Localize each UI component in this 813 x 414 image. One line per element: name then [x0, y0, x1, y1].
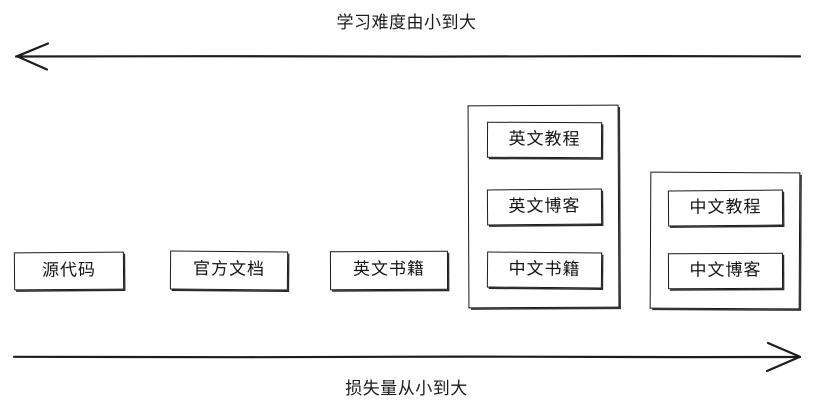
node-label: 中文教程 [689, 196, 762, 218]
node-english-blog[interactable]: 英文博客 [486, 188, 603, 226]
node-chinese-blog[interactable]: 中文博客 [667, 252, 784, 290]
bottom-axis-arrow [12, 341, 802, 373]
node-label: 英文教程 [508, 128, 581, 150]
node-official-docs[interactable]: 官方文档 [169, 250, 289, 291]
node-label: 中文书籍 [508, 258, 581, 280]
arrow-left-icon [15, 42, 50, 71]
node-chinese-tutorial[interactable]: 中文教程 [667, 189, 784, 227]
node-label: 源代码 [41, 259, 97, 281]
node-label: 英文书籍 [352, 259, 426, 280]
top-axis-arrow [14, 42, 802, 71]
node-chinese-books[interactable]: 中文书籍 [486, 251, 603, 289]
node-english-tutorial[interactable]: 英文教程 [486, 121, 603, 159]
node-label: 中文博客 [689, 259, 762, 281]
top-axis-label: 学习难度由小到大 [336, 13, 477, 33]
node-source-code[interactable]: 源代码 [13, 251, 125, 291]
arrow-right-icon [765, 341, 802, 373]
bottom-axis-label: 损失量从小到大 [345, 379, 468, 399]
node-label: 英文博客 [508, 195, 581, 217]
node-label: 官方文档 [192, 259, 266, 280]
node-english-books[interactable]: 英文书籍 [329, 250, 449, 291]
